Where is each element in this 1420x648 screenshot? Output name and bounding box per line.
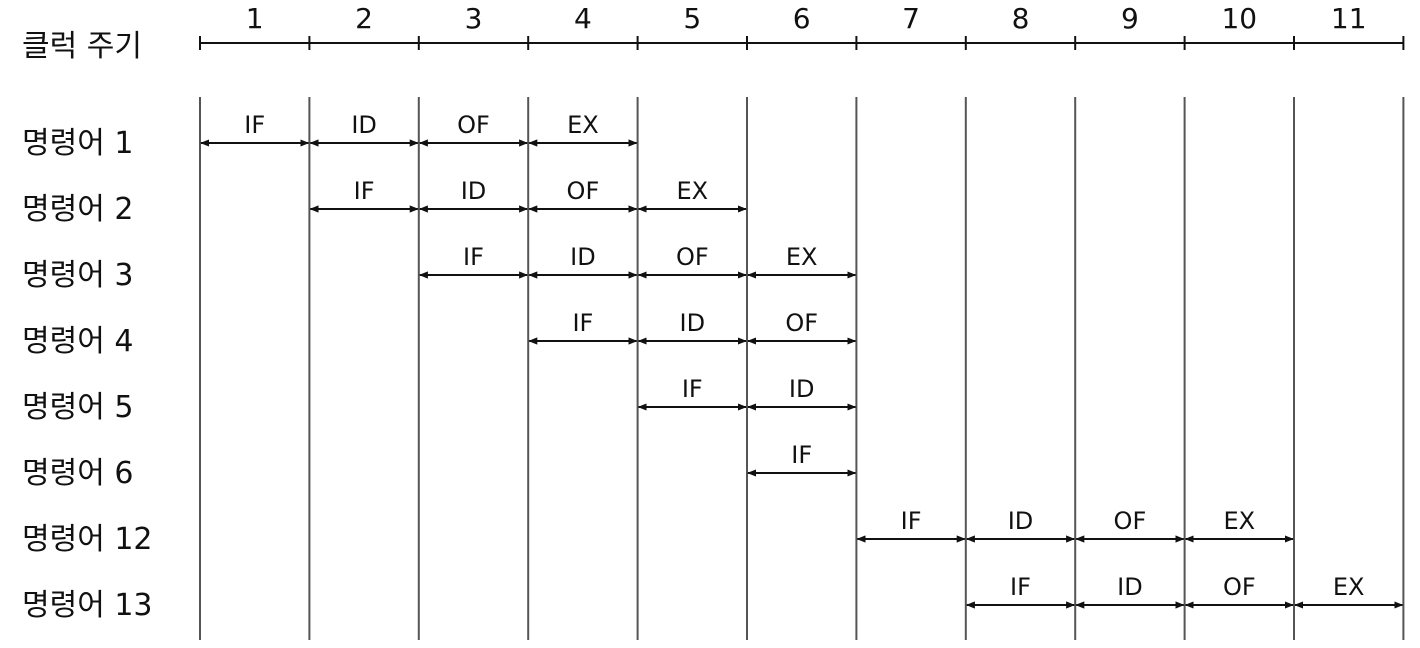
stage-label: EX <box>1223 507 1255 535</box>
stage-label: OF <box>567 177 600 205</box>
instruction-row: 명령어 2 IF ID OF EX <box>22 177 747 227</box>
stage-label: IF <box>572 309 593 337</box>
cycle-number: 1 <box>246 2 264 35</box>
stage-label: EX <box>1333 573 1365 601</box>
instruction-label: 명령어 2 <box>22 192 133 227</box>
instruction-row: 명령어 13 IF ID OF EX <box>22 573 1404 623</box>
instruction-row: 명령어 6 IF <box>22 441 857 491</box>
instruction-row: 명령어 5 IF ID <box>22 375 857 425</box>
stage-label: IF <box>354 177 375 205</box>
instruction-label: 명령어 13 <box>22 588 153 623</box>
instruction-label: 명령어 6 <box>22 456 133 491</box>
clock-timeline: 1 2 3 4 5 6 7 8 9 10 11 <box>199 2 1405 50</box>
stage-label: ID <box>461 177 487 205</box>
stage-label: ID <box>1117 573 1143 601</box>
instruction-label: 명령어 3 <box>22 258 133 293</box>
stage-label: ID <box>1008 507 1034 535</box>
stage-label: ID <box>351 111 377 139</box>
cycle-number: 5 <box>683 2 701 35</box>
instruction-label: 명령어 4 <box>22 324 133 359</box>
stage-label: OF <box>785 309 818 337</box>
stage-label: ID <box>789 375 815 403</box>
instruction-row: 명령어 4 IF ID OF <box>22 309 857 359</box>
axis-label: 클럭 주기 <box>22 29 142 64</box>
stage-label: OF <box>1114 507 1147 535</box>
cycle-number: 2 <box>355 2 373 35</box>
stage-label: IF <box>682 375 703 403</box>
stage-label: IF <box>463 243 484 271</box>
instruction-label: 명령어 1 <box>22 126 133 161</box>
stage-label: EX <box>786 243 818 271</box>
cycle-number: 8 <box>1012 2 1030 35</box>
stage-label: EX <box>676 177 708 205</box>
stage-label: OF <box>457 111 490 139</box>
instruction-row: 명령어 3 IF ID OF EX <box>22 243 857 293</box>
cycle-number: 10 <box>1221 2 1257 35</box>
stage-label: OF <box>676 243 709 271</box>
stage-label: IF <box>1010 573 1031 601</box>
cycle-number: 6 <box>793 2 811 35</box>
stage-label: ID <box>680 309 706 337</box>
instruction-label: 명령어 12 <box>22 522 153 557</box>
cycle-number: 7 <box>902 2 920 35</box>
cycle-number: 4 <box>574 2 592 35</box>
instruction-label: 명령어 5 <box>22 390 133 425</box>
stage-label: EX <box>567 111 599 139</box>
stage-label: OF <box>1223 573 1256 601</box>
cycle-number: 3 <box>465 2 483 35</box>
stage-label: IF <box>244 111 265 139</box>
stage-label: IF <box>791 441 812 469</box>
instruction-row: 명령어 12 IF ID OF EX <box>22 507 1294 557</box>
cycle-grid <box>199 97 1405 640</box>
cycle-number: 9 <box>1121 2 1139 35</box>
cycle-number: 11 <box>1331 2 1367 35</box>
instruction-row: 명령어 1 IF ID OF EX <box>22 111 638 161</box>
stage-label: IF <box>901 507 922 535</box>
stage-label: ID <box>570 243 596 271</box>
